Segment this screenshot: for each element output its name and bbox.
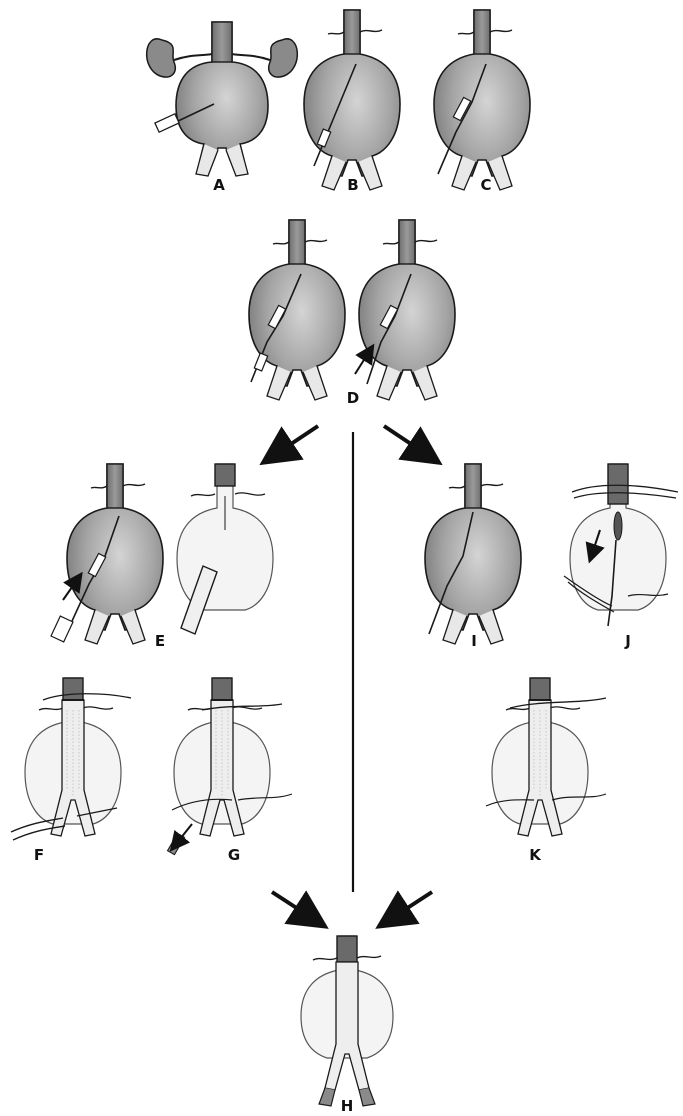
right-kidney-icon	[269, 39, 298, 77]
label-g: G	[228, 846, 240, 864]
panel-k	[486, 678, 606, 836]
label-i: I	[471, 632, 477, 650]
panel-i	[425, 464, 521, 644]
panel-f	[11, 678, 131, 840]
label-e: E	[155, 632, 165, 650]
label-a: A	[213, 176, 225, 194]
label-d: D	[347, 389, 359, 407]
panel-h	[301, 936, 393, 1106]
label-k: K	[529, 846, 541, 864]
panel-d-right	[355, 220, 455, 400]
panel-e-right	[177, 464, 273, 634]
panel-d-left	[249, 220, 345, 400]
branch-arrow-left-icon	[276, 426, 318, 454]
label-j: J	[625, 632, 631, 650]
panel-e-left	[51, 464, 163, 644]
left-kidney-icon	[147, 39, 176, 77]
label-b: B	[347, 176, 358, 194]
panel-c	[434, 10, 530, 190]
branch-arrow-right-icon	[384, 426, 426, 454]
panel-g	[168, 678, 292, 855]
converge-arrow-left-icon	[272, 892, 312, 918]
panel-a	[147, 22, 298, 176]
label-c: C	[480, 176, 491, 194]
label-h: H	[341, 1097, 354, 1115]
converge-arrow-right-icon	[392, 892, 432, 918]
label-f: F	[34, 846, 44, 864]
panel-j	[564, 464, 678, 626]
panel-b	[304, 10, 400, 190]
advance-arrow-icon	[355, 352, 369, 374]
